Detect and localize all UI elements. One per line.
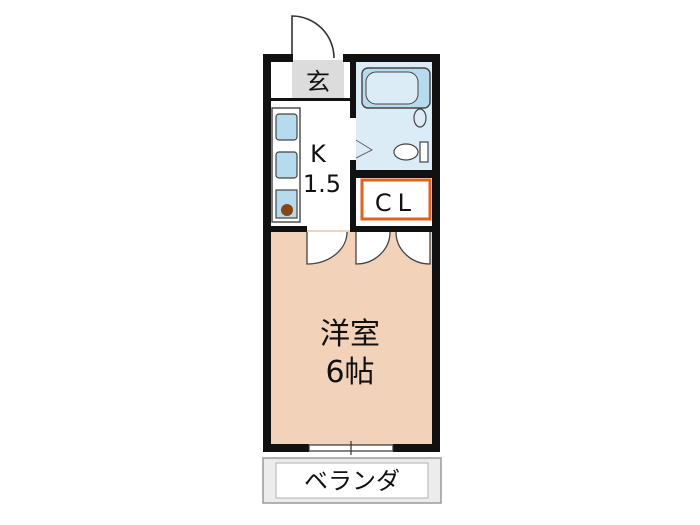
- entrance-floor[interactable]: [292, 60, 344, 100]
- toilet-tank: [419, 141, 429, 163]
- toilet-icon: [393, 143, 419, 161]
- bathroom-fixtures: [361, 67, 431, 163]
- bathtub-inner: [365, 71, 419, 105]
- western-room-label-line2: 6帖: [325, 355, 374, 390]
- room-door[interactable]: [306, 231, 348, 265]
- western-room-floor[interactable]: [267, 230, 438, 450]
- washbasin-icon: [413, 108, 427, 128]
- door-swing-icon: [395, 231, 431, 265]
- closet-floor[interactable]: [360, 178, 432, 221]
- entrance-door[interactable]: [291, 15, 335, 59]
- entrance-label: 玄: [306, 68, 330, 96]
- balcony-label: ベランダ: [304, 467, 400, 495]
- sink-icon: [275, 113, 298, 141]
- walls: [263, 54, 440, 452]
- door-swing-icon: [306, 231, 348, 265]
- stove-icon: [275, 151, 298, 179]
- kitchen-counter: [271, 107, 301, 223]
- bath-door-swing: [355, 139, 374, 159]
- western-room-label-line1: 洋室: [320, 317, 380, 352]
- door-swing-icon: [355, 231, 391, 265]
- balcony-inner: [275, 462, 429, 499]
- stove-knob-icon: [281, 204, 293, 216]
- kitchen-label-line2: 1.5: [303, 170, 341, 198]
- closet-label: CL: [375, 189, 417, 217]
- closet-border: [360, 178, 432, 221]
- kitchen-label-line1: K: [310, 140, 327, 168]
- window: [308, 441, 394, 455]
- closet-doors[interactable]: [355, 231, 431, 265]
- door-swing-icon: [291, 15, 335, 59]
